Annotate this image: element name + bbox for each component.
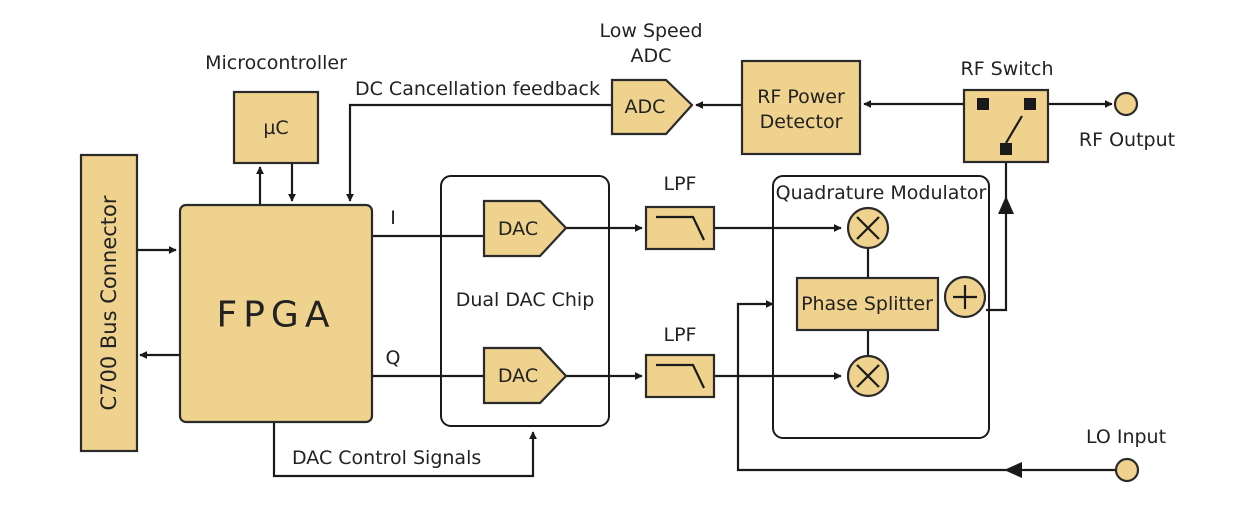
microcontroller-block	[232, 90, 320, 165]
adc-label: ADC	[625, 96, 666, 118]
lpf-bottom-icon	[656, 363, 705, 389]
rf-power-detector-label-line2: Detector	[760, 111, 843, 133]
microcontroller-symbol: µC	[263, 117, 288, 139]
rf-output-terminal	[1113, 91, 1139, 117]
lo-input-terminal	[1114, 457, 1140, 483]
quadrature-modulator-group	[772, 175, 990, 439]
dc-cancellation-label: DC Cancellation feedback	[355, 78, 600, 100]
rf-switch-port-left	[977, 98, 989, 110]
low-speed-adc-label-line1: Low Speed	[599, 20, 702, 42]
multiply-icon	[856, 216, 880, 240]
dac-q-label: DAC	[498, 365, 538, 387]
rf-switch-port-right	[1024, 98, 1036, 110]
dac-i-block	[482, 199, 568, 258]
rf-output-label: RF Output	[1079, 129, 1175, 151]
rf-switch-label: RF Switch	[961, 58, 1054, 80]
c700-bus-connector-label: C700 Bus Connector	[97, 195, 121, 410]
lo-input-label: LO Input	[1086, 426, 1166, 448]
phase-splitter-label: Phase Splitter	[801, 293, 933, 315]
quadrature-modulator-label: Quadrature Modulator	[776, 182, 987, 204]
lpf-bottom-block	[644, 353, 716, 399]
dac-q-block	[482, 346, 568, 405]
plus-icon	[953, 285, 977, 309]
dac-control-wire	[272, 422, 537, 478]
c700-bus-connector	[79, 153, 139, 453]
summer-direction-arrow	[998, 196, 1014, 214]
lpf-top-icon	[656, 215, 705, 241]
phase-splitter-block	[795, 276, 940, 332]
rf-switch-throw	[1005, 115, 1023, 144]
microcontroller-label: Microcontroller	[205, 52, 347, 74]
dc-cancellation-wire	[346, 103, 612, 202]
lo-input-wire	[736, 300, 1118, 472]
fpga-block	[178, 203, 374, 424]
q-signal-label: Q	[386, 347, 401, 369]
multiply-icon	[856, 364, 880, 388]
rf-power-detector-block	[740, 59, 862, 156]
rf-power-detector-label-line1: RF Power	[757, 86, 845, 108]
wires	[138, 100, 1118, 478]
dual-dac-chip-group	[440, 175, 610, 427]
lpf-bottom-label: LPF	[664, 324, 697, 346]
adc-block	[610, 78, 694, 136]
lo-direction-arrow	[1004, 462, 1022, 478]
low-speed-adc-label-line2: ADC	[631, 45, 672, 67]
i-signal-label: I	[390, 207, 396, 229]
dac-i-label: DAC	[498, 218, 538, 240]
rf-switch-port-common	[1000, 143, 1012, 155]
lpf-top-block	[644, 205, 716, 251]
dac-control-signals-label: DAC Control Signals	[292, 447, 481, 469]
dual-dac-chip-label: Dual DAC Chip	[456, 289, 595, 311]
fpga-label: FPGA	[217, 295, 336, 336]
lpf-top-label: LPF	[664, 173, 697, 195]
